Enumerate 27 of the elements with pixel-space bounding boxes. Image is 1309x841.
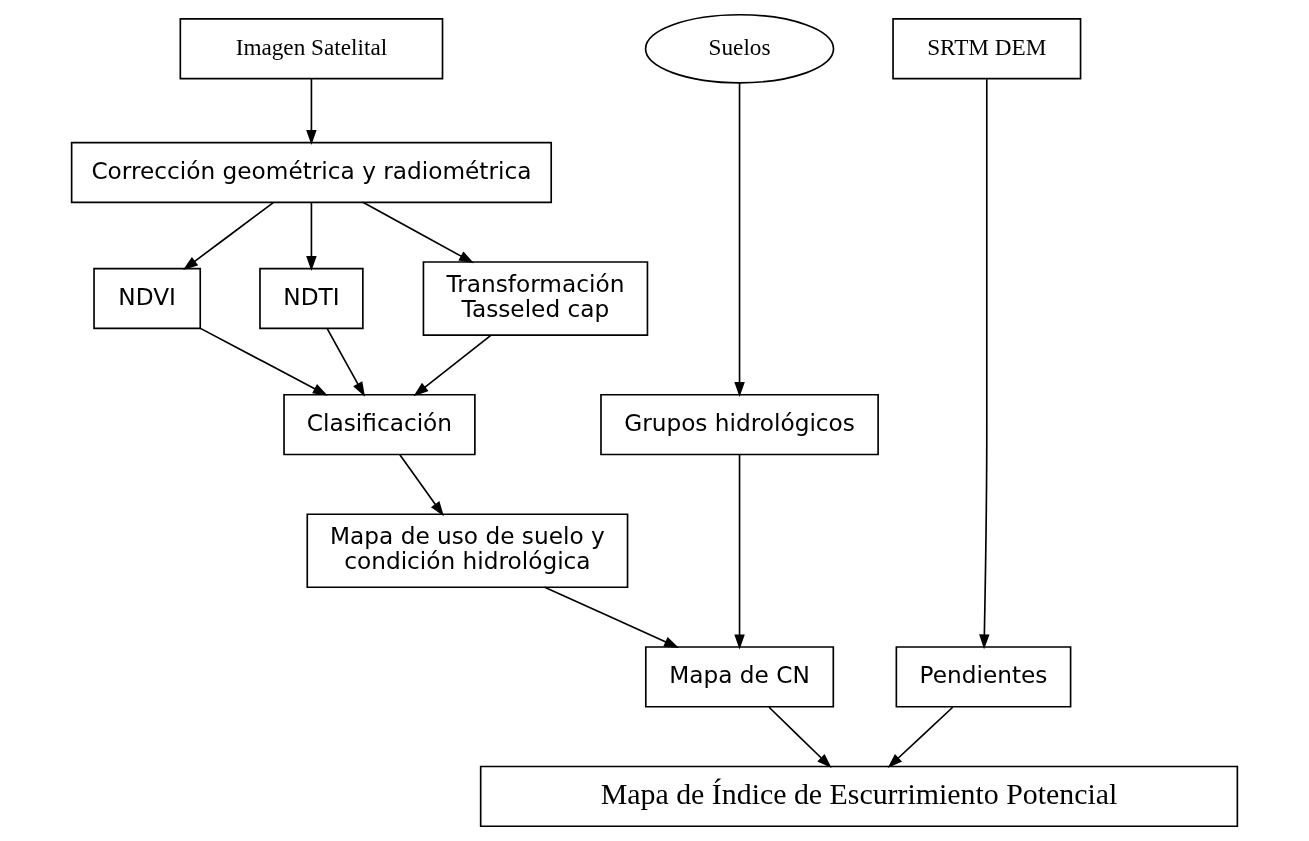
arrow	[979, 78, 990, 650]
arrow	[183, 201, 275, 271]
node-box: Mapa de CN	[644, 646, 835, 708]
arrow	[306, 78, 317, 145]
arrow	[768, 706, 832, 769]
arrow	[306, 201, 317, 272]
node-box: NDVI	[93, 267, 202, 330]
node-box: Transformación Tasseled cap	[422, 261, 649, 336]
arrow	[887, 706, 954, 769]
arrow	[326, 327, 365, 397]
arrow	[199, 327, 328, 396]
node-box: NDTI	[259, 267, 364, 330]
node-box: Grupos hidrológicos	[600, 393, 879, 456]
node-box: Mapa de Índice de Escurrimiento Potencial	[479, 765, 1239, 828]
node-box: Corrección geométrica y radiométrica	[70, 141, 553, 204]
arrow	[543, 586, 680, 648]
node-box: Mapa de uso de suelo y condición hidrológica	[306, 513, 629, 589]
node-box: Pendientes	[895, 646, 1072, 708]
node-box: Clasificación	[283, 393, 476, 456]
arrow	[734, 454, 745, 650]
node-box: SRTM DEM	[892, 18, 1082, 80]
arrow	[413, 334, 492, 397]
node-box: Imagen Satelital	[179, 18, 444, 80]
arrow	[362, 201, 474, 264]
node-ellipse: Suelos	[644, 13, 835, 84]
arrow	[399, 453, 444, 517]
arrow	[734, 82, 745, 398]
